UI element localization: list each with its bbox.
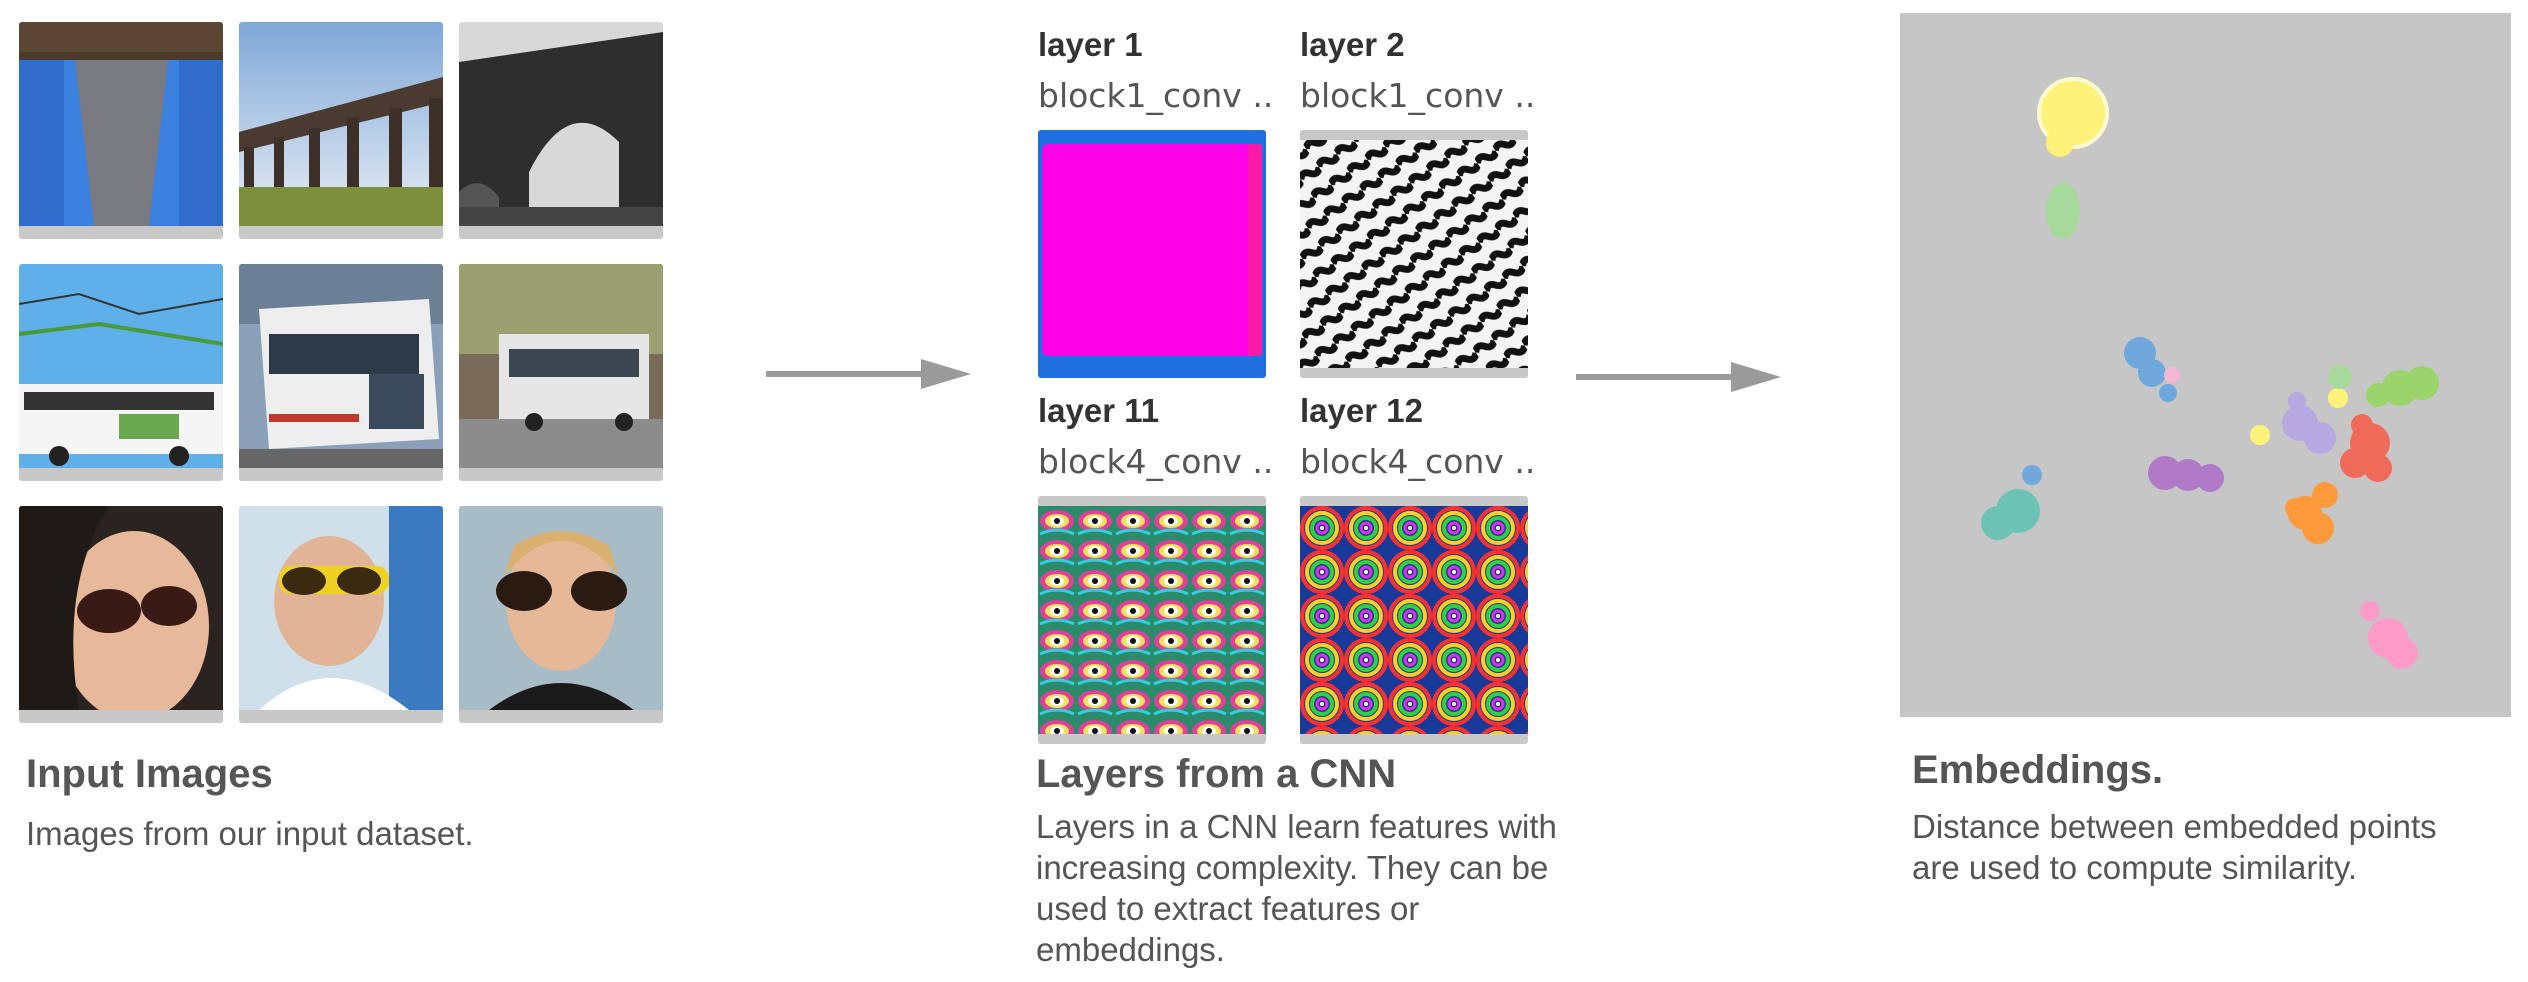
input-image-bus-2 — [239, 264, 443, 481]
input-image-bus-1 — [19, 264, 223, 481]
cluster-light-green — [2046, 183, 2080, 239]
cluster-red — [2340, 414, 2392, 482]
input-image-person-2 — [239, 506, 443, 723]
cluster-blue — [2124, 337, 2180, 402]
layer-title: layer 2 — [1300, 26, 1405, 63]
input-images-title: Input Images — [26, 752, 273, 796]
layer-title: layer 12 — [1300, 392, 1423, 429]
layer-title: layer 11 — [1038, 392, 1160, 429]
embeddings-description: Distance between embedded points are use… — [1912, 808, 2437, 886]
layers-title: Layers from a CNN — [1036, 752, 1397, 796]
cluster-green — [2366, 366, 2439, 407]
layer-visualization-rainbow-swirls — [1300, 496, 1528, 744]
layer-title: layer 1 — [1038, 26, 1143, 63]
layer-name: block4_conv .. — [1300, 442, 1536, 481]
arrow-input-to-layers — [766, 359, 971, 389]
input-image-bus-3 — [459, 264, 663, 481]
input-image-aqueduct-1 — [19, 22, 223, 239]
input-images-description: Images from our input dataset. — [26, 815, 474, 852]
cluster-purple — [2148, 456, 2224, 492]
arrow-layers-to-embeddings — [1576, 362, 1781, 392]
cluster-lavender — [2250, 365, 2352, 454]
cluster-orange — [2285, 482, 2338, 544]
cluster-teal — [1981, 465, 2042, 540]
embedding-scatter-plot — [1981, 77, 2439, 669]
input-image-aqueduct-3 — [459, 22, 663, 239]
embeddings-title: Embeddings. — [1912, 748, 2164, 792]
layers-description: Layers in a CNN learn features with incr… — [1036, 808, 1557, 968]
layer-name: block1_conv .. — [1300, 76, 1536, 115]
layer-visualization-magenta — [1038, 130, 1266, 378]
layer-name: block1_conv .. — [1038, 76, 1274, 115]
layer-visualization-eye-scales — [1038, 496, 1266, 744]
layer-visualization-stripes — [1300, 130, 1528, 378]
cluster-pink — [2360, 601, 2418, 669]
input-image-person-3 — [459, 506, 663, 723]
input-image-aqueduct-2 — [239, 22, 443, 239]
cluster-yellow — [2037, 77, 2109, 157]
input-image-person-1 — [19, 506, 223, 723]
layer-name: block4_conv .. — [1038, 442, 1274, 481]
embedding-scatter-panel — [1900, 13, 2511, 717]
